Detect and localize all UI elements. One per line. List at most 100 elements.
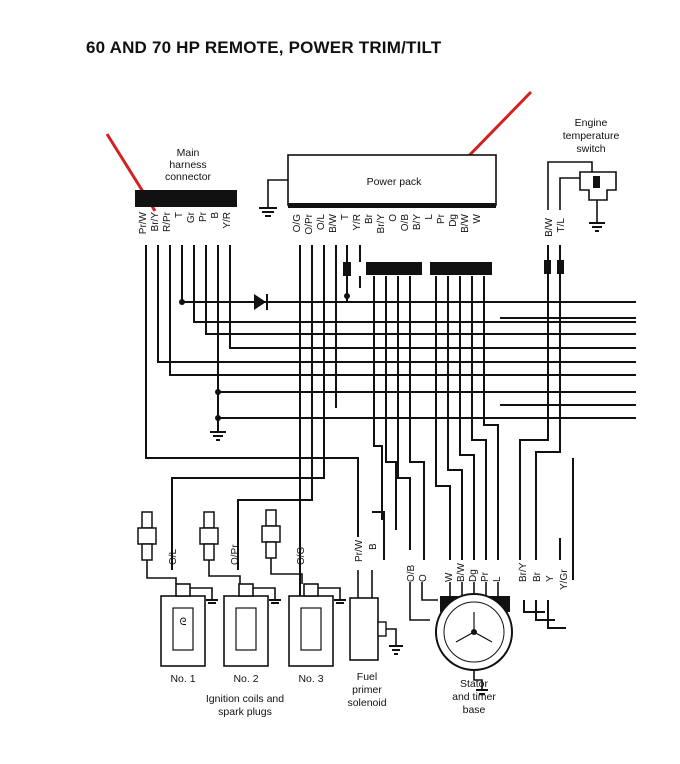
ignition-label-2: spark plugs bbox=[218, 706, 272, 718]
coil-no2-label: No. 2 bbox=[233, 673, 258, 685]
stator-wire-label: O bbox=[418, 574, 429, 582]
power-pack-pin-label: Pr bbox=[436, 213, 447, 224]
main-harness-label-2: harness bbox=[169, 159, 206, 171]
harness-pin-label: Pr/W bbox=[138, 211, 149, 234]
coil-no3-label: No. 3 bbox=[298, 673, 323, 685]
stator-label-1: Stator bbox=[460, 678, 489, 690]
spark-plug-icon bbox=[137, 511, 157, 561]
fuel-label-1: Fuel bbox=[357, 671, 377, 683]
junction-dot bbox=[344, 293, 350, 299]
stator-label-3: base bbox=[463, 704, 486, 716]
power-pack-box bbox=[287, 154, 497, 206]
harness-pin-label: Pr bbox=[198, 211, 209, 222]
power-pack-connector-left bbox=[366, 262, 422, 275]
junction-dot bbox=[215, 415, 221, 421]
power-pack-pin-label: Br/Y bbox=[376, 214, 387, 234]
temp-switch-pin-label: T/L bbox=[556, 218, 567, 233]
spark-plug-icon bbox=[261, 509, 281, 559]
stator-wire-label: L bbox=[492, 576, 503, 582]
power-pack-pin-label: Y/R bbox=[352, 214, 363, 231]
harness-pin-label: B bbox=[210, 212, 221, 219]
coil-wire-label: O/Pr bbox=[230, 544, 241, 565]
power-pack-pin-label: Br bbox=[364, 213, 375, 224]
stator-wire-label: Br/Y bbox=[518, 562, 529, 582]
power-pack-pin-label: T bbox=[340, 214, 351, 220]
plug-leads bbox=[146, 558, 303, 584]
stator-and-timer-base bbox=[435, 593, 513, 690]
junction-dot bbox=[215, 389, 221, 395]
temp-switch-wire-b bbox=[559, 177, 580, 210]
coil-no1-label: No. 1 bbox=[170, 673, 195, 685]
temp-switch-pin-label: B/W bbox=[544, 217, 555, 236]
junction-dot bbox=[179, 299, 185, 305]
stator-wire-label: O/B bbox=[406, 564, 417, 582]
stator-wire-label: B/W bbox=[456, 563, 467, 582]
harness-pin-label: R/Pr bbox=[162, 211, 173, 232]
fuel-wire-label: B bbox=[368, 543, 379, 550]
ground-icon bbox=[210, 431, 226, 441]
main-harness-label-3: connector bbox=[165, 171, 212, 183]
harness-pin-label: Y/R bbox=[222, 212, 233, 229]
ground-icon bbox=[476, 689, 488, 695]
coil-wire-label: O/G bbox=[296, 546, 307, 565]
ground-icon bbox=[334, 599, 346, 604]
ground-icon bbox=[389, 645, 403, 655]
stator-wire-label: Br bbox=[532, 571, 543, 582]
temp-switch-contact bbox=[593, 176, 600, 188]
power-pack-pin-label: Dg bbox=[448, 214, 459, 227]
fuel-wire-label: Pr/W bbox=[354, 539, 365, 562]
fuel-primer-solenoid bbox=[349, 570, 397, 661]
fuel-label-2: primer bbox=[352, 684, 382, 696]
power-pack-pin-label: B/W bbox=[328, 213, 339, 232]
stator-wire-label: Pr bbox=[480, 571, 491, 582]
power-pack-pin-label: B/Y bbox=[412, 214, 423, 230]
stator-leads-left bbox=[409, 582, 438, 621]
engine-temp-label-3: switch bbox=[576, 143, 605, 155]
stator-leads-mid bbox=[449, 582, 499, 596]
harness-pin-label: Gr bbox=[186, 211, 197, 223]
power-pack-pin-strip bbox=[288, 203, 496, 208]
power-pack-pin-label: B/W bbox=[460, 213, 471, 232]
main-harness-connector bbox=[135, 190, 237, 207]
power-pack-pin-label: L bbox=[424, 214, 435, 220]
power-pack-pin-label: O bbox=[388, 214, 399, 222]
temp-switch-connector bbox=[544, 260, 551, 274]
wiring-bundle bbox=[145, 245, 636, 629]
harness-pin-label: Br/Y bbox=[150, 212, 161, 232]
ignition-coil-2 bbox=[223, 583, 276, 667]
fuel-label-3: solenoid bbox=[347, 697, 386, 709]
svg-text:ᘓ: ᘓ bbox=[179, 617, 186, 628]
harness-pin-labels: Pr/W Br/Y R/Pr T Gr Pr B Y/R bbox=[138, 211, 233, 234]
power-pack-connector-right bbox=[430, 262, 492, 275]
ground-icon bbox=[206, 599, 218, 604]
power-pack-ground-wire bbox=[267, 179, 288, 208]
power-pack-pin-label: O/G bbox=[292, 214, 303, 233]
power-pack-pin-labels: O/G O/Pr O/L B/W T Y/R Br Br/Y O O/B B/Y… bbox=[292, 213, 483, 234]
temp-switch-wire-a bbox=[547, 161, 593, 210]
stator-wire-label: Y bbox=[545, 575, 556, 582]
engine-temp-label-1: Engine bbox=[575, 117, 608, 129]
stator-wire-labels: O/B O W B/W Dg Pr L Br/Y Br Y Y/Gr bbox=[406, 562, 570, 590]
temp-switch-connector bbox=[557, 260, 564, 274]
power-pack-label: Power pack bbox=[367, 176, 423, 188]
engine-temp-label-2: temperature bbox=[563, 130, 620, 142]
stator-wire-label: Dg bbox=[468, 569, 479, 582]
stator-label-2: and timer bbox=[452, 691, 496, 703]
stator-wire-label: Y/Gr bbox=[559, 569, 570, 590]
ground-icon bbox=[269, 599, 281, 604]
diagram-title: 60 AND 70 HP REMOTE, POWER TRIM/TILT bbox=[86, 38, 442, 57]
ground-icon bbox=[589, 222, 605, 232]
harness-pin-label: T bbox=[174, 212, 185, 218]
power-pack-pin-label: W bbox=[472, 213, 483, 223]
power-pack-pin-label: O/L bbox=[316, 214, 327, 231]
ground-icon bbox=[259, 207, 277, 217]
power-pack-pin-label: O/B bbox=[400, 214, 411, 232]
ignition-coil-1: ᘓ bbox=[160, 583, 213, 667]
main-harness-label-1: Main bbox=[177, 147, 200, 159]
ignition-coil-3 bbox=[288, 583, 341, 667]
ignition-label-1: Ignition coils and bbox=[206, 693, 284, 705]
coil-wire-label: O/L bbox=[168, 548, 179, 565]
stator-wire-label: W bbox=[444, 572, 455, 582]
spark-plug-icon bbox=[199, 511, 219, 561]
